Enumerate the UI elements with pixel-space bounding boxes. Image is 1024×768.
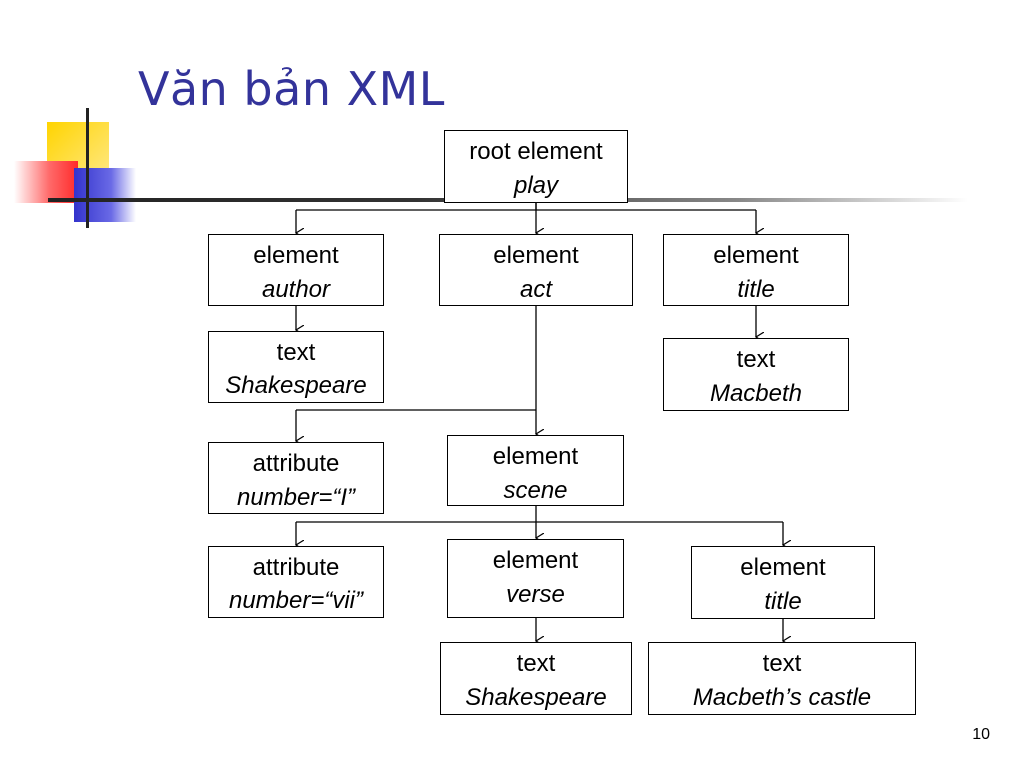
deco-vertical-line xyxy=(86,108,89,228)
corner-decoration xyxy=(0,0,140,240)
node-value: play xyxy=(513,172,559,199)
node-element-title-scene: element title xyxy=(691,546,875,619)
node-value: title xyxy=(737,276,775,303)
node-value: Macbeth xyxy=(709,380,803,407)
deco-blue-square xyxy=(74,168,136,222)
node-kind: element xyxy=(493,242,579,269)
node-value: Shakespeare xyxy=(465,684,607,711)
node-text-macbeths-castle: text Macbeth’s castle xyxy=(648,642,916,715)
node-kind: attribute xyxy=(252,450,340,477)
node-root-element: root element play xyxy=(444,130,628,203)
node-kind: element xyxy=(253,242,339,269)
node-value: Macbeth’s castle xyxy=(692,684,872,711)
node-kind: element xyxy=(492,547,579,574)
node-kind: text xyxy=(516,650,556,677)
node-value: scene xyxy=(503,477,568,504)
node-attribute-number-scene: attribute number=“vii” xyxy=(208,546,384,618)
node-kind: root element xyxy=(469,138,603,165)
page-number: 10 xyxy=(972,726,990,743)
node-element-author: element author xyxy=(208,234,384,306)
node-kind: text xyxy=(276,339,316,366)
node-text-shakespeare-verse: text Shakespeare xyxy=(440,642,632,715)
node-text-macbeth: text Macbeth xyxy=(663,338,849,411)
node-kind: element xyxy=(492,443,579,470)
node-element-verse: element verse xyxy=(447,539,624,618)
node-element-scene: element scene xyxy=(447,435,624,506)
node-value: number=“I” xyxy=(236,484,356,511)
node-element-act: element act xyxy=(439,234,633,306)
node-element-title: element title xyxy=(663,234,849,306)
node-kind: text xyxy=(736,346,776,373)
node-value: title xyxy=(764,588,802,615)
slide-title: Văn bản XML xyxy=(138,62,445,116)
node-value: number=“vii” xyxy=(228,587,364,614)
node-kind: attribute xyxy=(252,554,340,581)
node-value: author xyxy=(261,276,331,303)
node-kind: element xyxy=(713,242,799,269)
node-value: act xyxy=(519,276,552,303)
node-value: verse xyxy=(506,581,565,608)
node-kind: element xyxy=(740,554,826,581)
deco-red-bar xyxy=(14,161,78,203)
node-value: Shakespeare xyxy=(225,372,367,399)
node-kind: text xyxy=(762,650,802,677)
node-attribute-number-act: attribute number=“I” xyxy=(208,442,384,514)
node-text-shakespeare-author: text Shakespeare xyxy=(208,331,384,403)
